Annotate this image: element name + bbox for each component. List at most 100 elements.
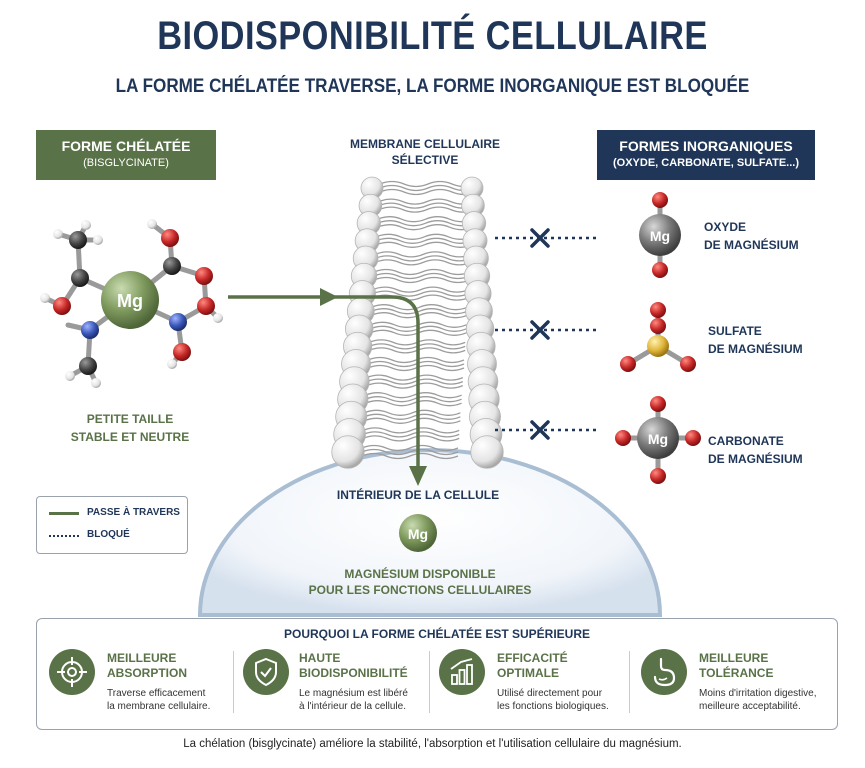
chelated-form-subtitle: (BISGLYCINATE): [83, 157, 169, 169]
chelated-form-title: FORME CHÉLATÉE: [61, 138, 191, 154]
sulfate-label-line2: DE MAGNÉSIUM: [708, 342, 803, 356]
lipid-tail: [379, 184, 477, 192]
membrane-title-line2: SÉLECTIVE: [391, 153, 459, 167]
page-subtitle: LA FORME CHÉLATÉE TRAVERSE, LA FORME INO…: [115, 76, 750, 97]
lipid-head: [470, 435, 504, 469]
lipid-tail: [371, 308, 468, 315]
benefit-tolerance-heading-line2: TOLÉRANCE: [699, 666, 774, 680]
benefit-bioavailability-desc-line2: à l'intérieur de la cellule.: [299, 701, 406, 712]
benefit-tolerance-desc-line2: meilleure acceptabilité.: [699, 701, 801, 712]
inorganic-forms-subtitle: (OXYDE, CARBONATE, SULFATE...): [613, 157, 799, 169]
lipid-tail: [376, 233, 473, 240]
stomach-icon: [641, 649, 687, 695]
lipid-tail: [362, 435, 460, 442]
benefit-efficiency-heading-line1: EFFICACITÉ: [497, 651, 568, 665]
carbonate-label-line1: CARBONATE: [708, 434, 784, 448]
lipid-tail: [365, 392, 462, 399]
magnesium-carbonate-molecule: Mg: [615, 396, 701, 484]
legend: PASSE À TRAVERS BLOQUÉ: [36, 496, 188, 554]
lipid-tail: [377, 224, 474, 231]
chelated-caption-line2: STABLE ET NEUTRE: [70, 430, 190, 444]
sulfate-label-line1: SULFATE: [708, 324, 762, 338]
legend-pass-label: PASSE À TRAVERS: [87, 507, 180, 518]
lipid-tail: [379, 180, 477, 188]
chelated-mg-label: Mg: [117, 291, 143, 311]
carbonate-label: CARBONATE DE MAGNÉSIUM: [708, 432, 803, 468]
lipid-tail: [374, 251, 472, 258]
benefit-absorption-heading-line2: ABSORPTION: [107, 666, 188, 680]
benefit-divider: [629, 651, 630, 713]
target-icon: [49, 649, 95, 695]
lipid-tail: [373, 272, 471, 280]
page-title: BIODISPONIBILITÉ CELLULAIRE: [157, 14, 708, 58]
blocked-line-carbonate: [495, 420, 600, 440]
oxide-label-line2: DE MAGNÉSIUM: [704, 238, 799, 252]
magnesium-oxide-molecule: Mg: [639, 192, 681, 278]
lipid-tail: [367, 356, 465, 364]
benefits-box: POURQUOI LA FORME CHÉLATÉE EST SUPÉRIEUR…: [36, 618, 838, 730]
membrane-title-line1: MEMBRANE CELLULAIRE: [350, 137, 500, 151]
lipid-tail: [362, 427, 460, 434]
benefit-tolerance-desc: Moins d'irritation digestive, meilleure a…: [699, 687, 817, 713]
lipid-tail: [374, 255, 472, 262]
legend-pass-swatch: [49, 512, 79, 515]
lipid-tail: [374, 259, 472, 266]
benefit-tolerance-desc-line1: Moins d'irritation digestive,: [699, 688, 817, 699]
magnesium-sulfate-molecule: [620, 302, 696, 372]
lipid-tail: [378, 198, 476, 205]
blocked-line-sulfate: [495, 320, 600, 340]
bar-chart-icon: [439, 649, 485, 695]
lipid-tail: [364, 417, 461, 424]
lipid-tail: [376, 237, 473, 244]
blocked-line-oxide: [495, 228, 600, 248]
cell-caption-line2: POUR LES FONCTIONS CELLULAIRES: [308, 583, 532, 597]
lipid-tail: [378, 202, 476, 209]
legend-blocked-swatch: [49, 535, 79, 537]
lipid-tail: [366, 374, 464, 381]
benefit-divider: [429, 651, 430, 713]
lipid-tail: [367, 360, 465, 368]
cell-caption: MAGNÉSIUM DISPONIBLE POUR LES FONCTIONS …: [290, 566, 550, 598]
membrane-title: MEMBRANE CELLULAIRE SÉLECTIVE: [330, 136, 520, 168]
blocked-indicators: [495, 228, 600, 440]
lipid-tail: [377, 216, 474, 223]
cell-interior-title: INTÉRIEUR DE LA CELLULE: [336, 488, 500, 502]
benefit-tolerance-heading-line1: MEILLEURE: [699, 651, 769, 665]
cell-mg-label: Mg: [408, 526, 428, 542]
shield-check-icon: [243, 649, 289, 695]
lipid-tail: [364, 413, 461, 420]
benefits-title: POURQUOI LA FORME CHÉLATÉE EST SUPÉRIEUR…: [283, 627, 591, 641]
inorganic-forms-title: FORMES INORGANIQUES: [619, 138, 793, 154]
lipid-tail: [376, 241, 473, 248]
lipid-tail: [371, 304, 468, 311]
cell-caption-line1: MAGNÉSIUM DISPONIBLE: [344, 567, 496, 581]
lipid-tail: [372, 286, 470, 293]
oxide-label-line1: OXYDE: [704, 220, 747, 234]
chelated-caption-line1: PETITE TAILLE: [86, 412, 174, 426]
lipid-tail: [361, 448, 459, 456]
carbonate-label-line2: DE MAGNÉSIUM: [708, 452, 803, 466]
footer-note: La chélation (bisglycinate) améliore la …: [183, 738, 682, 750]
pass-through-arrow: [228, 288, 427, 486]
benefit-absorption-desc-line2: la membrane cellulaire.: [107, 701, 211, 712]
lipid-tail: [378, 206, 476, 213]
benefit-bioavailability-heading-line2: BIODISPONIBILITÉ: [299, 666, 408, 680]
carbonate-mg-label: Mg: [648, 431, 668, 447]
cell-mg-atom: Mg: [399, 514, 437, 552]
oxide-label: OXYDE DE MAGNÉSIUM: [704, 218, 799, 254]
lipid-tail: [373, 268, 471, 276]
lipid-tail: [365, 400, 462, 407]
lipid-tail: [367, 364, 465, 372]
lipid-tail: [362, 431, 460, 438]
benefit-efficiency-desc-line2: les fonctions biologiques.: [497, 701, 609, 712]
lipid-tail: [372, 290, 470, 297]
legend-blocked-label: BLOQUÉ: [87, 529, 130, 540]
lipid-tail: [377, 220, 474, 227]
benefit-divider: [233, 651, 234, 713]
lipid-tail: [371, 312, 468, 319]
sulfate-label: SULFATE DE MAGNÉSIUM: [708, 322, 803, 358]
